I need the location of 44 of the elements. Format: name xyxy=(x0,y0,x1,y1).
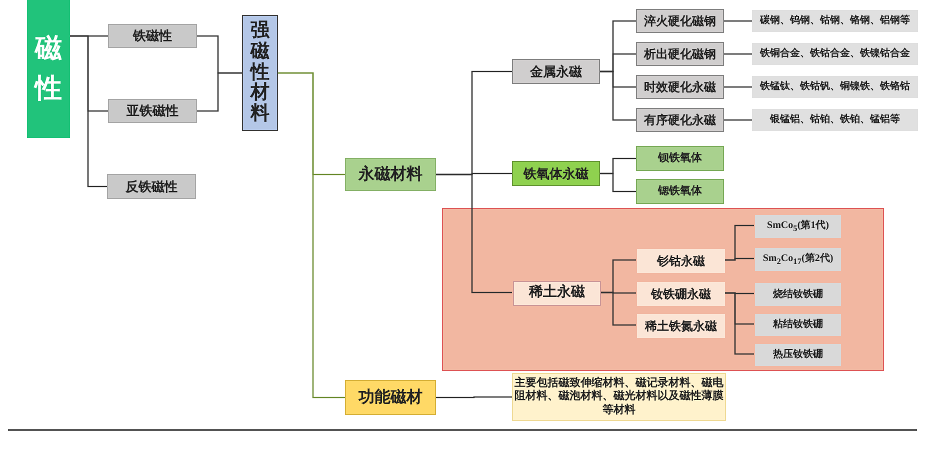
category-box: 永磁材料 xyxy=(345,158,436,191)
category-box: 铁锰钛、铁钴钒、铜镍铁、铁铬钴 xyxy=(752,76,918,98)
category-box: 碳钢、钨钢、钴钢、铬钢、铝钢等 xyxy=(752,10,918,32)
category-box: 反铁磁性 xyxy=(107,174,196,199)
connector-line xyxy=(436,396,512,398)
category-box: 亚铁磁性 xyxy=(108,99,197,123)
connector-line xyxy=(724,119,752,121)
category-box: 热压钕铁硼 xyxy=(755,344,841,366)
connector-line xyxy=(724,53,752,55)
connector-line xyxy=(724,86,752,88)
category-box: 钡铁氧体 xyxy=(636,146,724,171)
connector-line xyxy=(724,20,752,22)
category-box: 钐钴永磁 xyxy=(637,249,725,273)
category-box: 银锰铝、钴铂、铁铂、锰铝等 xyxy=(752,109,918,131)
connector-line xyxy=(600,172,636,192)
category-box: 金属永磁 xyxy=(512,59,600,84)
category-box: 钕铁硼永磁 xyxy=(637,282,725,306)
connector-line xyxy=(724,258,754,261)
category-box: 主要包括磁致伸缩材料、磁记录材料、磁电阻材料、磁泡材料、磁光材料以及磁性薄膜等材料 xyxy=(512,373,726,421)
category-box: SmCo$_{5}$(第1代) xyxy=(755,215,841,238)
category-box: 淬火硬化磁钢 xyxy=(636,9,724,33)
category-box: 铁铜合金、铁钴合金、铁镍钴合金 xyxy=(752,43,918,65)
connector-line xyxy=(600,292,636,326)
category-box: 有序硬化永磁 xyxy=(636,108,724,132)
category-box: 粘结钕铁硼 xyxy=(755,314,841,336)
category-box: 铁磁性 xyxy=(108,24,197,48)
category-box: 析出硬化磁钢 xyxy=(636,42,724,66)
category-box: 烧结钕铁硼 xyxy=(755,283,841,306)
connector-line xyxy=(278,72,345,398)
connector-line xyxy=(197,72,242,112)
connector-line xyxy=(436,174,512,294)
connector-line xyxy=(600,70,636,121)
category-box: Sm$_{2}$Co$_{17}$(第2代) xyxy=(755,248,841,271)
category-box: 稀土永磁 xyxy=(513,281,601,306)
category-box: 稀土铁氮永磁 xyxy=(637,314,725,338)
category-box: 时效硬化永磁 xyxy=(636,75,724,99)
connector-line xyxy=(70,35,107,188)
category-box: 功能磁材 xyxy=(345,380,436,415)
highlight-panel xyxy=(442,208,884,371)
category-box: 强磁性材料 xyxy=(242,15,278,131)
category-box: 磁性 xyxy=(27,0,70,138)
category-box: 锶铁氧体 xyxy=(636,179,724,204)
connector-line xyxy=(724,292,754,355)
category-box: 铁氧体永磁 xyxy=(512,161,600,186)
